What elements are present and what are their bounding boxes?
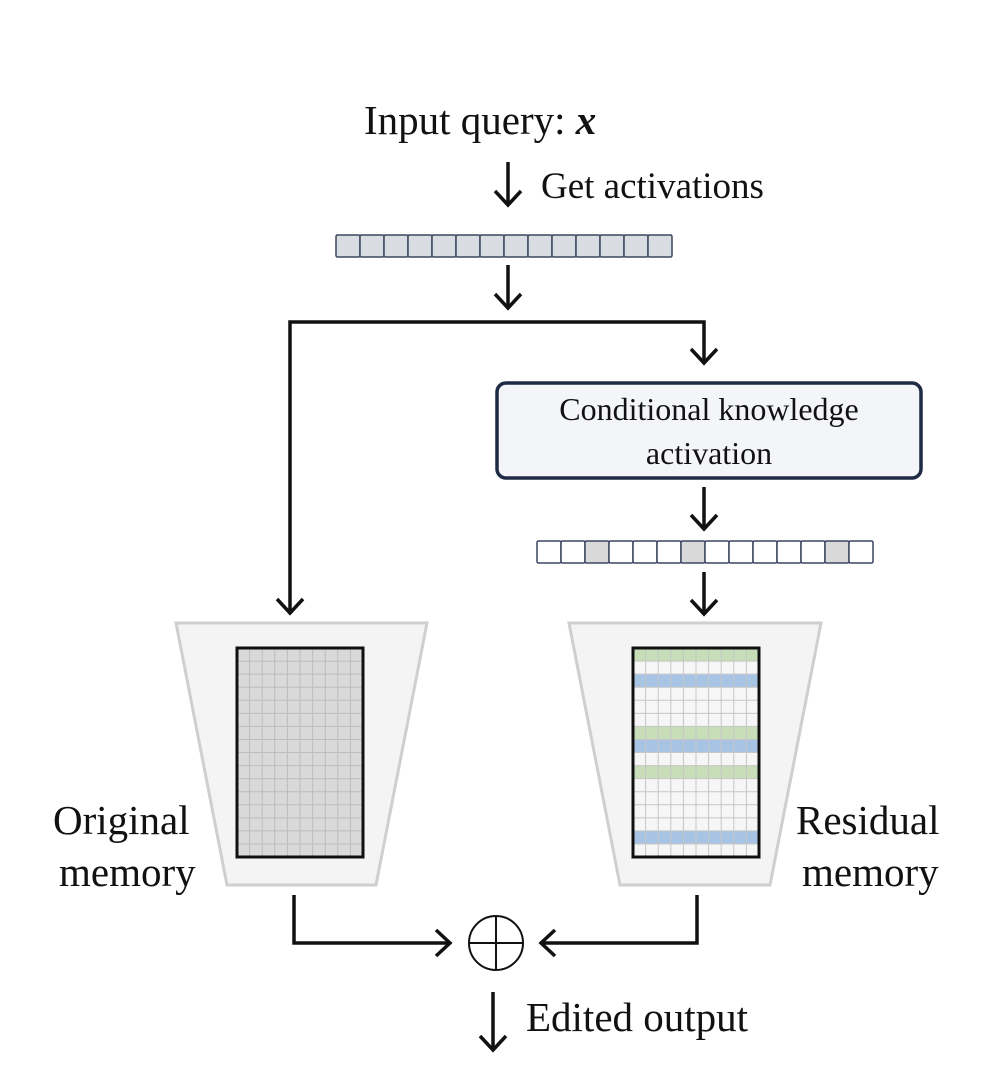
sparse-activation-vector	[536, 540, 874, 564]
box-label-line2: activation	[645, 434, 773, 471]
conditional-activation-label: Conditional knowledge activation	[497, 383, 921, 478]
arrow-sparse-down	[689, 572, 719, 617]
input-query-label: Input query: x	[364, 96, 596, 144]
activation-cell	[551, 234, 577, 258]
box-label-line1: Conditional knowledge	[559, 390, 859, 427]
activation-cell	[383, 234, 409, 258]
sparse-cell	[560, 540, 586, 564]
activation-cell	[479, 234, 505, 258]
activation-cell	[407, 234, 433, 258]
sparse-cell	[608, 540, 634, 564]
sum-operator-icon	[468, 915, 524, 971]
activation-cell	[527, 234, 553, 258]
activation-cell	[599, 234, 625, 258]
original-memory-label-line1: Original	[53, 797, 190, 843]
sparse-cell	[752, 540, 778, 564]
split-connector	[275, 320, 719, 616]
activation-cell	[575, 234, 601, 258]
sparse-cell	[776, 540, 802, 564]
sparse-cell-active	[584, 540, 610, 564]
conditional-activation-box	[495, 381, 923, 480]
sparse-cell	[728, 540, 754, 564]
sparse-cell	[704, 540, 730, 564]
activation-cell	[335, 234, 361, 258]
get-activations-label: Get activations	[541, 166, 764, 207]
residual-memory-label-line1: Residual	[796, 797, 940, 843]
sparse-cell-active	[680, 540, 706, 564]
activation-cell	[455, 234, 481, 258]
residual-memory-label-line2: memory	[802, 849, 939, 895]
memory-border	[235, 646, 365, 859]
arrow-get-activations	[493, 162, 523, 208]
query-variable: x	[575, 97, 597, 143]
arrow-activation-down	[493, 265, 523, 311]
sparse-cell	[848, 540, 874, 564]
original-memory-grid	[235, 646, 365, 859]
arrow-edited-output	[478, 992, 508, 1053]
activation-cell	[359, 234, 385, 258]
original-memory-label-line2: memory	[59, 849, 196, 895]
activation-cell	[503, 234, 529, 258]
activation-vector	[335, 234, 673, 258]
arrow-box-down	[689, 487, 719, 532]
activation-cell	[647, 234, 673, 258]
activation-cell	[431, 234, 457, 258]
original-to-sum-arrow	[292, 895, 453, 958]
sparse-cell	[656, 540, 682, 564]
sparse-cell	[632, 540, 658, 564]
sparse-cell	[800, 540, 826, 564]
activation-cell	[623, 234, 649, 258]
memory-border	[631, 646, 761, 859]
sparse-cell-active	[824, 540, 850, 564]
input-query-text: Input query:	[364, 97, 566, 143]
edited-output-label: Edited output	[526, 994, 749, 1040]
residual-memory-grid	[631, 646, 761, 859]
residual-to-sum-arrow	[538, 895, 699, 958]
sparse-cell	[536, 540, 562, 564]
